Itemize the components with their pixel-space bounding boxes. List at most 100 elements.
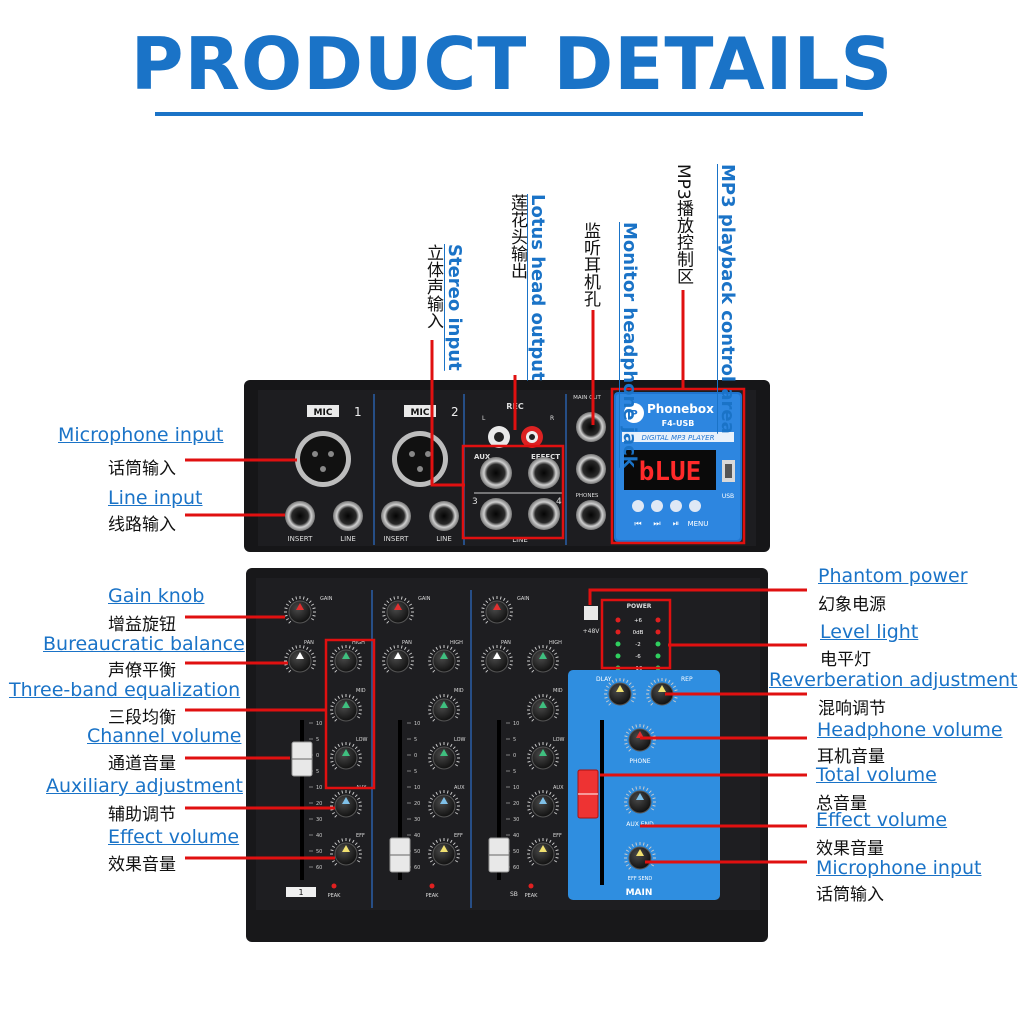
svg-text:10: 10 <box>414 785 420 791</box>
svg-text:F4-USB: F4-USB <box>662 419 695 428</box>
eq-mid-knob <box>527 694 559 722</box>
svg-text:5: 5 <box>513 737 516 743</box>
svg-text:POWER: POWER <box>627 603 652 610</box>
eff-knob <box>527 838 559 866</box>
svg-text:EFF SEND: EFF SEND <box>628 876 653 882</box>
svg-text:HIGH: HIGH <box>549 640 562 646</box>
label-lotus-output-cn: 莲花头输出 <box>507 194 527 279</box>
svg-text:PHONES: PHONES <box>576 493 599 499</box>
svg-text:PEAK: PEAK <box>426 893 440 899</box>
page-title: PRODUCT DETAILS <box>130 22 894 106</box>
svg-text:30: 30 <box>316 817 322 823</box>
svg-text:5: 5 <box>414 769 417 775</box>
svg-text:0dB: 0dB <box>633 630 644 636</box>
svg-text:GAIN: GAIN <box>517 596 530 602</box>
label-effect-volume-left-cn: 效果音量 <box>108 855 176 875</box>
svg-text:10: 10 <box>513 721 519 727</box>
svg-text:R: R <box>550 415 554 422</box>
label-level-light-cn: 电平灯 <box>820 650 871 670</box>
svg-text:INSERT: INSERT <box>288 535 314 543</box>
svg-text:HIGH: HIGH <box>352 640 365 646</box>
label-effect-volume-left-en: Effect volume <box>108 826 240 848</box>
svg-text:3: 3 <box>472 497 478 507</box>
svg-text:MIC: MIC <box>411 408 430 418</box>
main-controls <box>577 678 678 885</box>
label-microphone-input-en: Microphone input <box>58 424 224 446</box>
svg-text:1: 1 <box>354 405 362 419</box>
svg-text:MID: MID <box>553 688 563 694</box>
mic1-label: MIC 1 <box>307 405 362 419</box>
svg-text:bLUE: bLUE <box>639 457 702 487</box>
svg-text:+6: +6 <box>634 618 643 624</box>
svg-text:5: 5 <box>513 769 516 775</box>
level-led <box>615 665 621 671</box>
svg-text:0: 0 <box>513 753 516 759</box>
svg-text:MID: MID <box>356 688 366 694</box>
label-total-volume-cn: 总音量 <box>816 794 867 814</box>
svg-text:AUX: AUX <box>553 785 564 791</box>
gain-knob <box>284 596 316 624</box>
label-microphone-input-right-en: Microphone input <box>816 857 982 879</box>
svg-text:MID: MID <box>454 688 464 694</box>
svg-text:40: 40 <box>414 833 420 839</box>
svg-text:20: 20 <box>513 801 519 807</box>
svg-text:REP: REP <box>681 676 693 683</box>
label-line-input-cn: 线路输入 <box>108 515 176 535</box>
level-led <box>655 665 661 671</box>
label-monitor-jack-cn: 监听耳机孔 <box>580 222 600 307</box>
svg-text:10: 10 <box>414 721 420 727</box>
svg-text:DLAY: DLAY <box>596 676 612 683</box>
aux-knob <box>330 790 362 818</box>
svg-text:LINE: LINE <box>512 536 528 544</box>
level-led <box>615 617 621 623</box>
svg-text:⏭: ⏭ <box>653 519 660 528</box>
svg-text:EFF: EFF <box>356 833 365 839</box>
svg-text:20: 20 <box>316 801 322 807</box>
eq-low-knob <box>527 742 559 770</box>
svg-text:-2: -2 <box>635 642 640 648</box>
label-microphone-input-right-cn: 话筒输入 <box>816 885 884 905</box>
svg-text:⏯: ⏯ <box>673 519 679 528</box>
label-auxiliary-en: Auxiliary adjustment <box>46 775 243 797</box>
svg-text:EFF: EFF <box>553 833 562 839</box>
gain-knob <box>382 596 414 624</box>
svg-text:1: 1 <box>298 888 303 897</box>
xlr-input-2 <box>392 431 448 487</box>
eff-send-knob <box>624 842 656 870</box>
svg-text:50: 50 <box>316 849 322 855</box>
label-mp3-control-en: MP3 playback control area <box>717 164 738 434</box>
eff-knob <box>428 838 460 866</box>
label-stereo-input-cn: 立体声输入 <box>423 244 443 329</box>
svg-text:GAIN: GAIN <box>418 596 431 602</box>
svg-text:MENU: MENU <box>688 520 709 528</box>
label-three-band-eq-cn: 三段均衡 <box>108 708 176 728</box>
svg-text:5: 5 <box>414 737 417 743</box>
svg-text:USB: USB <box>722 493 734 500</box>
svg-text:-6: -6 <box>635 654 641 660</box>
pan-knob <box>481 645 513 673</box>
headphone-volume-knob <box>624 724 656 752</box>
eq-low-knob <box>428 742 460 770</box>
level-led <box>615 641 621 647</box>
delay-knob <box>604 678 636 706</box>
svg-text:LINE: LINE <box>340 535 356 543</box>
svg-text:LINE: LINE <box>436 535 452 543</box>
svg-text:EFF: EFF <box>454 833 463 839</box>
eq-high-knob <box>428 645 460 673</box>
svg-text:60: 60 <box>513 865 519 871</box>
label-reverb-en: Reverberation adjustment <box>769 669 1018 691</box>
label-level-light-en: Level light <box>820 621 919 643</box>
svg-text:PAN: PAN <box>501 640 511 646</box>
svg-text:10: 10 <box>316 721 322 727</box>
mixer-device: MIC 1 MIC 2 INSERT LINE INSERT LINE REC … <box>244 380 770 942</box>
label-stereo-input-en: Stereo input <box>444 244 465 371</box>
svg-text:HIGH: HIGH <box>450 640 463 646</box>
svg-text:LOW: LOW <box>356 737 368 743</box>
repeat-knob <box>646 678 678 706</box>
level-led <box>655 629 661 635</box>
svg-text:0: 0 <box>316 753 319 759</box>
level-led <box>615 653 621 659</box>
eq-high-knob <box>527 645 559 673</box>
level-led <box>655 641 661 647</box>
svg-text:PEAK: PEAK <box>525 893 539 899</box>
